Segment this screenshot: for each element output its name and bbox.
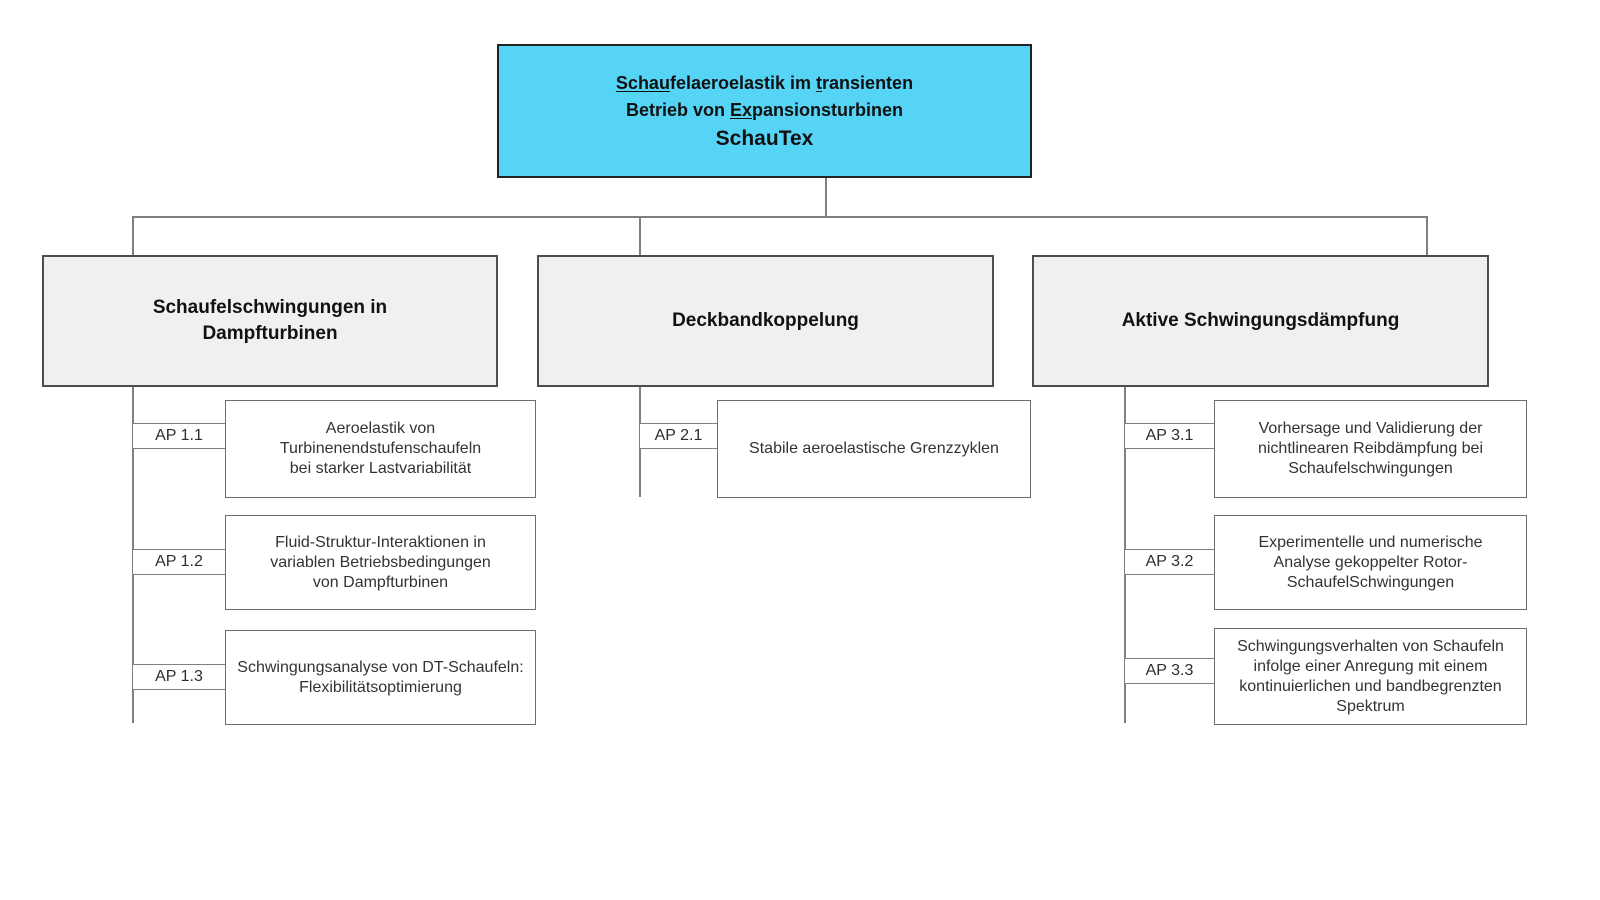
group-box-schaufelschwingungen: Schaufelschwingungen in Dampfturbinen	[42, 255, 498, 387]
ap-label-3-2: AP 3.2	[1124, 549, 1215, 575]
connector-drop-group3	[1426, 216, 1428, 256]
ap-content-1-3: Schwingungsanalyse von DT-Schaufeln: Fle…	[225, 630, 536, 725]
ap-label-3-1: AP 3.1	[1124, 423, 1215, 449]
connector-drop-group1	[132, 216, 134, 256]
ap-label-1-2: AP 1.2	[132, 549, 226, 575]
ap-content-1-2: Fluid-Struktur-Interaktionen in variable…	[225, 515, 536, 610]
connector-root-drop	[825, 178, 827, 218]
root-title-line1: Schaufelaeroelastik im transienten	[615, 72, 914, 93]
ap-label-1-3: AP 1.3	[132, 664, 226, 690]
ap-content-3-1: Vorhersage und Validierung der nichtline…	[1214, 400, 1527, 498]
root-title-line2: Betrieb von Expansionsturbinen	[625, 99, 904, 120]
ap-content-3-2: Experimentelle und numerische Analyse ge…	[1214, 515, 1527, 610]
ap-label-2-1: AP 2.1	[639, 423, 718, 449]
root-project-box: Schaufelaeroelastik im transienten Betri…	[497, 44, 1032, 178]
root-project-acronym: SchauTex	[715, 126, 814, 150]
ap-label-1-1: AP 1.1	[132, 423, 226, 449]
connector-horizontal-bar	[132, 216, 1428, 218]
group-box-deckbandkoppelung: Deckbandkoppelung	[537, 255, 994, 387]
connector-drop-group2	[639, 216, 641, 256]
ap-content-1-1: Aeroelastik von Turbinenendstufenschaufe…	[225, 400, 536, 498]
ap-content-2-1: Stabile aeroelastische Grenzzyklen	[717, 400, 1031, 498]
ap-label-3-3: AP 3.3	[1124, 658, 1215, 684]
ap-content-3-3: Schwingungsverhalten von Schaufeln infol…	[1214, 628, 1527, 725]
group-box-aktive-schwingungsdaempfung: Aktive Schwingungsdämpfung	[1032, 255, 1489, 387]
